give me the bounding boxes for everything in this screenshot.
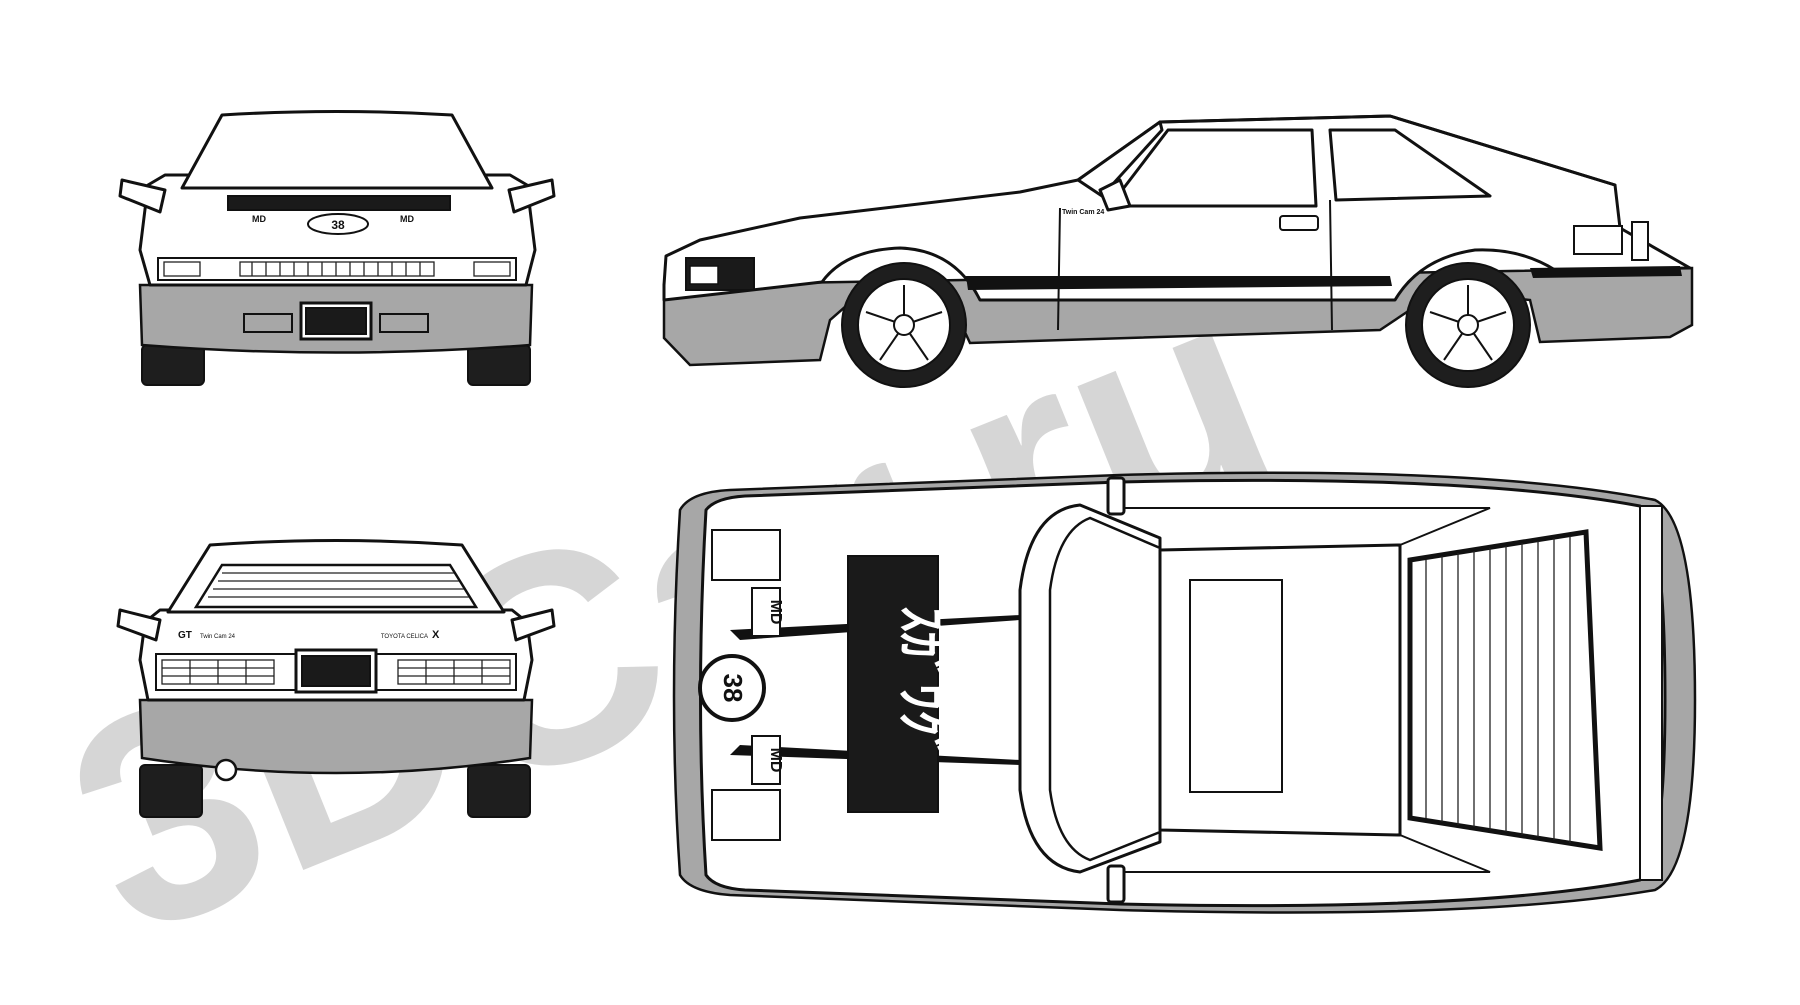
side-rear-lamp bbox=[1631, 221, 1649, 261]
top-side-glass-right bbox=[1120, 834, 1491, 873]
front-left-tyre bbox=[141, 344, 205, 386]
front-number-text: 38 bbox=[331, 218, 345, 232]
side-rear-hub bbox=[1457, 314, 1479, 336]
front-grille-slats bbox=[251, 262, 421, 276]
side-badge-text: Twin Cam 24 bbox=[1062, 209, 1104, 216]
top-side-glass-left bbox=[1120, 507, 1491, 546]
rear-engine-badge: Twin Cam 24 bbox=[200, 634, 236, 640]
top-hood-banner-text: ｽｶﾞﾜｸﾞ bbox=[891, 606, 950, 762]
rear-suffix-badge: X bbox=[432, 629, 440, 641]
rear-bumper bbox=[138, 698, 534, 775]
front-md-left: MD bbox=[252, 214, 266, 224]
front-hood-banner bbox=[227, 195, 451, 211]
side-stripe bbox=[966, 266, 1682, 290]
rear-exhaust bbox=[214, 758, 238, 782]
front-grille bbox=[239, 261, 435, 277]
top-rear-spoiler bbox=[1639, 505, 1663, 881]
top-number-text: 38 bbox=[718, 674, 748, 703]
top-mirror-right bbox=[1106, 864, 1126, 904]
side-front-hub bbox=[893, 314, 915, 336]
side-tail-light bbox=[1573, 225, 1623, 255]
side-door-window bbox=[1108, 128, 1318, 208]
rear-right-mirror bbox=[510, 608, 556, 642]
side-windshield bbox=[1076, 120, 1164, 198]
rear-right-tyre bbox=[467, 764, 531, 818]
top-md-badge-1 bbox=[751, 587, 781, 637]
rear-left-mirror bbox=[116, 608, 162, 642]
front-md-right: MD bbox=[400, 214, 414, 224]
front-roofline bbox=[221, 110, 453, 116]
top-sunroof bbox=[1189, 579, 1283, 793]
front-right-tyre bbox=[467, 344, 531, 386]
top-view: MD MD 38 ｽｶﾞﾜｸﾞ bbox=[672, 471, 1697, 914]
side-roofline bbox=[1158, 114, 1617, 187]
top-vent-right bbox=[711, 789, 781, 841]
front-left-vent bbox=[243, 313, 293, 333]
rear-left-tyre bbox=[139, 764, 203, 818]
side-door-line bbox=[1057, 199, 1333, 331]
side-mirror bbox=[1098, 178, 1132, 212]
top-md-text-1: MD bbox=[767, 600, 784, 625]
front-right-vent bbox=[379, 313, 429, 333]
top-mirror-left bbox=[1106, 476, 1126, 516]
front-plate-inner bbox=[305, 307, 367, 335]
rear-view: GT Twin Cam 24 TOYOTA CELICA X bbox=[116, 539, 556, 818]
top-rear-window bbox=[1407, 529, 1603, 851]
top-windshield bbox=[1048, 516, 1162, 862]
side-headlight-lens bbox=[689, 265, 719, 285]
top-number-roundel bbox=[698, 654, 766, 722]
side-door-handle bbox=[1279, 215, 1319, 231]
front-left-headlight bbox=[163, 261, 201, 277]
front-right-mirror bbox=[507, 178, 556, 214]
top-md-badge-2 bbox=[751, 735, 781, 785]
rear-window bbox=[193, 563, 479, 609]
top-rear-louvres bbox=[1425, 536, 1571, 843]
front-number-roundel bbox=[307, 213, 369, 235]
top-vent-left bbox=[711, 529, 781, 581]
top-md-text-2: MD bbox=[767, 748, 784, 773]
rear-gt-badge: GT bbox=[178, 630, 192, 641]
front-right-headlight bbox=[473, 261, 511, 277]
top-hood-banner bbox=[847, 555, 939, 813]
rear-make-badge: TOYOTA CELICA bbox=[381, 634, 428, 640]
front-view: 38 MD MD bbox=[118, 110, 556, 386]
front-light-bar bbox=[157, 257, 517, 281]
side-rear-quarter-window bbox=[1328, 128, 1492, 202]
rear-window-louvres bbox=[208, 572, 469, 598]
front-windshield bbox=[180, 110, 494, 190]
rear-plate-inner bbox=[301, 655, 371, 687]
rear-lamp-grid bbox=[162, 660, 510, 684]
side-view: Twin Cam 24 bbox=[662, 114, 1694, 388]
front-left-mirror bbox=[118, 178, 167, 214]
